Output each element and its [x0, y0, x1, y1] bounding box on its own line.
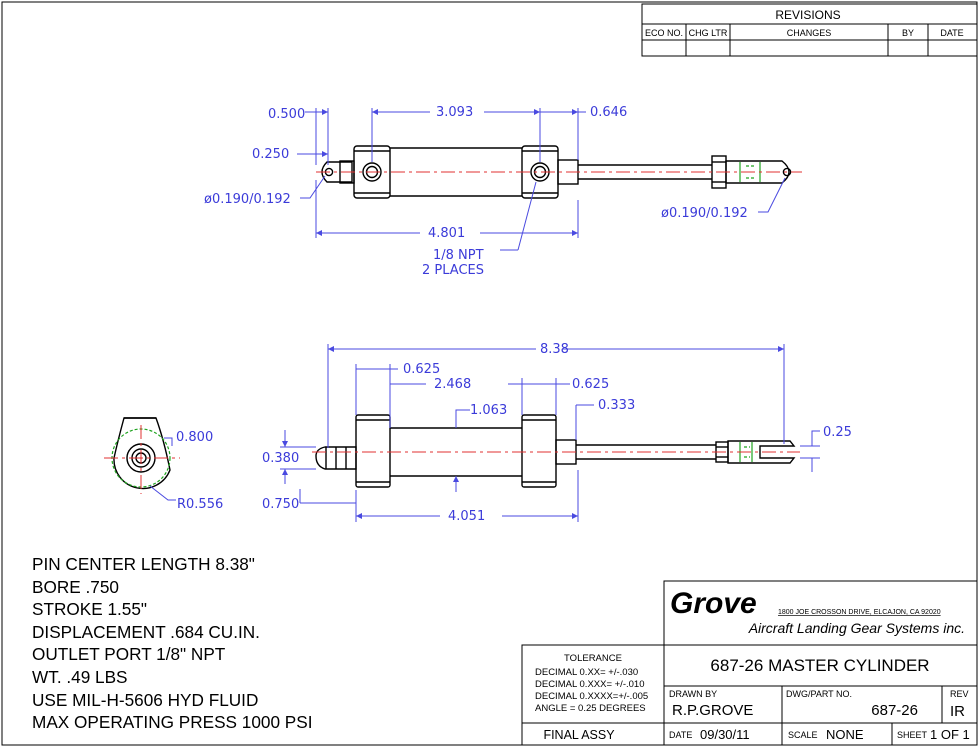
note-line: USE MIL-H-5606 HYD FLUID [32, 689, 259, 710]
dim-0500: 0.500 [268, 107, 305, 122]
tolerance-heading: TOLERANCE [564, 653, 622, 664]
rev-col-date: DATE [940, 28, 963, 38]
rev-value: IR [950, 703, 965, 720]
dim-4051: 4.051 [448, 509, 485, 524]
rev-label: REV [950, 689, 969, 699]
company-address: 1800 JOE CROSSON DRIVE, ELCAJON, CA 9202… [778, 609, 941, 616]
date-label: DATE [669, 730, 692, 740]
npt-note-line2: 2 PLACES [422, 263, 484, 278]
dim-0625-left: 0.625 [403, 362, 440, 377]
company-tagline: Aircraft Landing Gear Systems inc. [748, 620, 965, 636]
npt-note-line1: 1/8 NPT [433, 248, 484, 263]
dim-1063: 1.063 [470, 403, 507, 418]
side-left-clevis [315, 446, 357, 470]
drawn-by: R.P.GROVE [672, 702, 753, 719]
side-view: 8.38 0.625 2.468 0.625 1.063 0.333 0.25 … [262, 342, 852, 524]
tolerance-line-1: DECIMAL 0.XX= +/-.030 [535, 667, 638, 678]
dwg-number: 687-26 [871, 702, 918, 719]
note-line: PIN CENTER LENGTH 8.38" [32, 554, 255, 574]
rev-col-changes: CHANGES [787, 28, 832, 38]
left-clevis-tab [321, 161, 353, 183]
dwg-label: DWG/PART NO. [786, 689, 852, 699]
tolerance-line-2: DECIMAL 0.XXX= +/-.010 [535, 679, 644, 690]
top-view: 0.500 3.093 0.646 0.250 ø0.190/0.192 ø0.… [204, 105, 802, 278]
tolerance-line-4: ANGLE = 0.25 DEGREES [535, 703, 646, 714]
drawn-by-label: DRAWN BY [669, 689, 717, 699]
dim-0250: 0.250 [252, 147, 289, 162]
rev-col-by: BY [902, 28, 914, 38]
side-rod-clevis [727, 440, 796, 464]
dim-0333: 0.333 [598, 398, 635, 413]
note-line: MAX OPERATING PRESS 1000 PSI [32, 712, 313, 733]
rev-col-chg: CHG LTR [689, 28, 728, 38]
general-notes: PIN CENTER LENGTH 8.38" BORE .750 STROKE… [32, 553, 313, 734]
dim-0750: 0.750 [262, 497, 299, 512]
final-assy: FINAL ASSY [543, 728, 615, 742]
date-value: 09/30/11 [700, 727, 750, 742]
sheet-value: 1 OF 1 [930, 727, 970, 742]
end-view: 0.800 R0.556 [104, 417, 223, 512]
note-line: BORE .750 [32, 576, 119, 597]
dim-0625-right: 0.625 [572, 377, 609, 392]
dim-838: 8.38 [540, 342, 569, 357]
end-view-outline [113, 417, 171, 490]
dim-0800: 0.800 [176, 430, 213, 445]
dim-025: 0.25 [823, 425, 852, 440]
dim-dia-left: ø0.190/0.192 [204, 192, 291, 207]
revisions-block: REVISIONS ECO NO. CHG LTR CHANGES BY DAT… [641, 3, 978, 57]
note-line: STROKE 1.55" [32, 599, 148, 620]
drawing-title: 687-26 MASTER CYLINDER [710, 656, 929, 675]
title-block: Grove 1800 JOE CROSSON DRIVE, ELCAJON, C… [521, 580, 978, 746]
dim-0646: 0.646 [590, 105, 627, 120]
revisions-title: REVISIONS [775, 8, 840, 22]
dim-2468: 2.468 [434, 377, 471, 392]
side-right-cap [521, 414, 557, 488]
tolerance-line-3: DECIMAL 0.XXXX=+/-.005 [535, 691, 648, 702]
sheet-label: SHEET [897, 730, 928, 740]
dim-r0556: R0.556 [177, 497, 223, 512]
dim-4801: 4.801 [428, 226, 465, 241]
rev-col-eco: ECO NO. [645, 28, 683, 38]
note-line: DISPLACEMENT .684 CU.IN. [32, 621, 260, 642]
note-line: WT. .49 LBS [32, 666, 128, 687]
company-logo: Grove [670, 587, 757, 620]
note-line: OUTLET PORT 1/8" NPT [32, 644, 226, 665]
dim-0380: 0.380 [262, 451, 299, 466]
dim-dia-right: ø0.190/0.192 [661, 206, 748, 221]
side-left-cap [355, 414, 391, 488]
dim-3093: 3.093 [436, 105, 473, 120]
scale-value: NONE [826, 727, 864, 742]
scale-label: SCALE [788, 730, 818, 740]
